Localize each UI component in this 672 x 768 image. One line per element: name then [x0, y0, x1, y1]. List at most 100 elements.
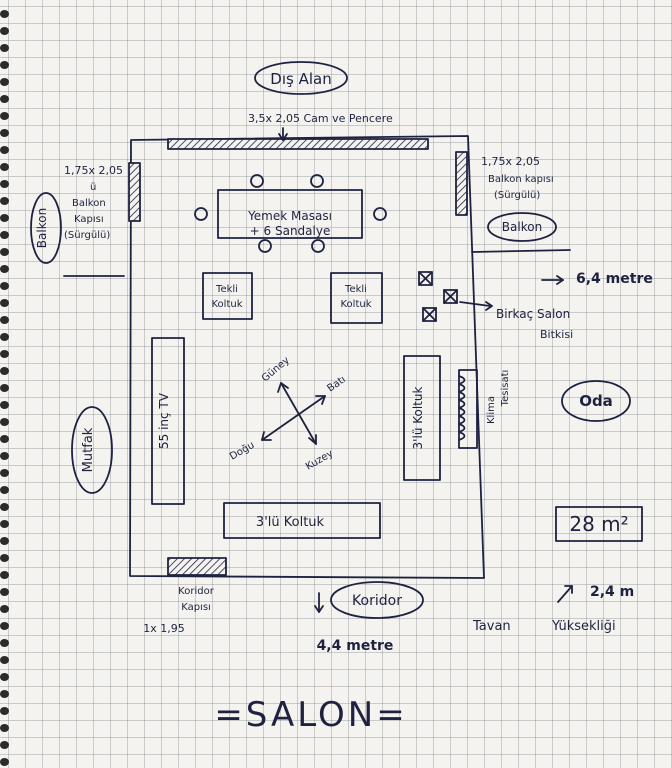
- cam-pencere-window: [167, 138, 429, 150]
- plant-box: [418, 271, 433, 286]
- binding-ring: [0, 571, 9, 579]
- page-title: =SALON=: [214, 695, 407, 735]
- binding-ring: [0, 316, 9, 324]
- binding-ring: [0, 299, 9, 307]
- klima-unit: [458, 369, 478, 449]
- cam-pencere-label: 3,5x 2,05 Cam ve Pencere: [248, 112, 393, 125]
- binding-ring: [0, 367, 9, 375]
- binding-ring: [0, 622, 9, 630]
- binding-ring: [0, 248, 9, 256]
- balkon-right-text2: (Sürgülü): [494, 190, 540, 201]
- binding-ring: [0, 673, 9, 681]
- binding-ring: [0, 61, 9, 69]
- chair: [194, 207, 208, 221]
- chair: [258, 239, 272, 253]
- balkon-right-ellipse-label: Balkon: [502, 220, 542, 234]
- chair: [373, 207, 387, 221]
- uclu-koltuk-vertical: [403, 355, 441, 481]
- dis-alan-ellipse: [254, 61, 348, 95]
- binding-ring: [0, 112, 9, 120]
- klima-label-1: Klima: [486, 396, 497, 424]
- tavan-label: Tavan: [472, 619, 511, 634]
- binding-ring: [0, 656, 9, 664]
- binding-ring: [0, 588, 9, 596]
- tekli-left-label-2: Koltuk: [211, 299, 242, 310]
- koridor-door: [167, 557, 227, 576]
- binding-ring: [0, 520, 9, 528]
- balkon-left-ellipse-label: Balkon: [35, 208, 49, 248]
- klima-coil: [458, 375, 466, 441]
- binding-ring: [0, 163, 9, 171]
- binding-ring: [0, 418, 9, 426]
- chair: [310, 174, 324, 188]
- balkon-left-dim: 1,75x 2,05: [64, 164, 123, 177]
- binding-ring: [0, 27, 9, 35]
- binding-ring: [0, 146, 9, 154]
- koridor-ellipse: [330, 581, 424, 619]
- yemek-label-1: Yemek Masası: [247, 209, 332, 223]
- binding-ring: [0, 44, 9, 52]
- compass-dogu: Doğu: [228, 439, 257, 463]
- tv-label: 55 inç TV: [157, 392, 171, 449]
- binding-ring: [0, 384, 9, 392]
- tekli-right-label-2: Koltuk: [340, 299, 371, 310]
- area-label: 28 m²: [569, 512, 628, 536]
- tekli-left-label-1: Tekli: [215, 284, 238, 295]
- balkon-left-text1: Balkon: [72, 198, 106, 209]
- plant-box: [443, 289, 458, 304]
- binding-ring: [0, 639, 9, 647]
- binding-ring: [0, 435, 9, 443]
- balkon-right-text1: Balkon kapısı: [488, 174, 554, 185]
- binding-ring: [0, 537, 9, 545]
- binding-ring: [0, 605, 9, 613]
- tekli-koltuk-left: [202, 272, 253, 320]
- binding-ring: [0, 758, 9, 766]
- tv-unit: [151, 337, 185, 505]
- chair: [250, 174, 264, 188]
- uclu-vertical-label: 3'lü Koltuk: [411, 387, 425, 450]
- binding-ring: [0, 78, 9, 86]
- binding-ring: [0, 214, 9, 222]
- koridor-ellipse-label: Koridor: [352, 593, 402, 609]
- binding-ring: [0, 180, 9, 188]
- binding-ring: [0, 741, 9, 749]
- plants-label-1: Birkaç Salon: [496, 307, 570, 321]
- binding-ring: [0, 469, 9, 477]
- compass-guney: Güney: [260, 355, 292, 384]
- binding-ring: [0, 401, 9, 409]
- spiral-binding: [0, 0, 14, 768]
- left-balkon-door: [128, 162, 141, 222]
- binding-ring: [0, 724, 9, 732]
- balkon-left-text2: Kapısı: [74, 214, 104, 225]
- binding-ring: [0, 503, 9, 511]
- height-dim-label: 2,4 m: [590, 584, 634, 600]
- dis-alan-label: Dış Alan: [270, 70, 331, 88]
- compass-kuzey: Kuzey: [304, 448, 335, 472]
- binding-ring: [0, 333, 9, 341]
- tekli-koltuk-right: [330, 272, 383, 324]
- binding-ring: [0, 707, 9, 715]
- klima-label-2: Tesisatı: [500, 370, 511, 408]
- binding-ring: [0, 197, 9, 205]
- koridor-dim-label: 1x 1,95: [143, 622, 185, 635]
- compass-bati: Batı: [325, 374, 347, 394]
- length-dim-label: 4,4 metre: [317, 638, 394, 654]
- binding-ring: [0, 452, 9, 460]
- uclu-koltuk-horizontal: [223, 502, 381, 539]
- binding-ring: [0, 129, 9, 137]
- koridor-kapisi-label-2: Kapısı: [181, 602, 211, 613]
- balkon-left-ellipse: [30, 192, 62, 264]
- mutfak-ellipse: [71, 406, 113, 494]
- binding-ring: [0, 554, 9, 562]
- mutfak-label: Mutfak: [81, 427, 96, 472]
- binding-ring: [0, 231, 9, 239]
- compass: [261, 382, 326, 445]
- area-box: [555, 506, 643, 542]
- binding-ring: [0, 486, 9, 494]
- binding-ring: [0, 282, 9, 290]
- tekli-right-label-1: Tekli: [344, 284, 367, 295]
- balkon-left-text3: (Sürgülü): [64, 230, 110, 241]
- right-balcony-wall: [471, 249, 571, 253]
